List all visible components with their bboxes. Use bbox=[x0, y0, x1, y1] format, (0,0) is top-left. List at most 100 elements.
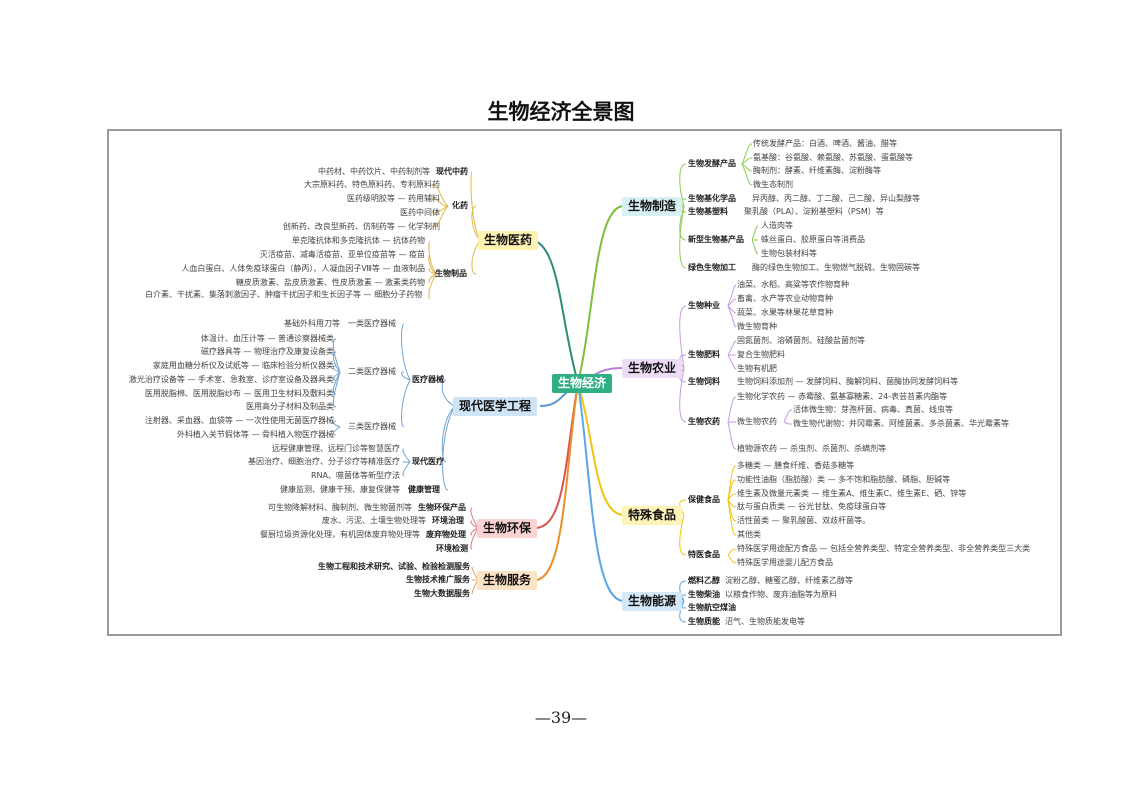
env-label: 生物环保产品 bbox=[418, 503, 466, 512]
medical-food-item: 特殊医学用途婴儿配方食品 bbox=[737, 558, 833, 567]
pesticide-item: 生物化学农药 — 赤霉酸、氨基寡糖素、24-表芸苔素内酯等 bbox=[737, 392, 948, 401]
class1-label: 一类医疗器械 bbox=[348, 319, 396, 328]
env-item: 餐厨垃圾资源化处理，有机固体废弃物处理等 bbox=[260, 530, 420, 539]
seed-label: 生物种业 bbox=[688, 301, 720, 310]
class1-item: 基础外科用刀等 bbox=[284, 319, 340, 328]
health-food-item: 其他类 bbox=[737, 530, 761, 539]
class2-item: 医用高分子材料及制品类 bbox=[246, 402, 334, 411]
seed-item: 畜禽、水产等农业动物育种 bbox=[737, 294, 833, 303]
branch-special-food: 特殊食品 bbox=[622, 506, 683, 525]
health-food-item: 肽与蛋白质类 — 谷光甘肽、免疫球蛋白等 bbox=[737, 502, 887, 511]
fermentation-item: 酶制剂：酵素、纤维素酶、淀粉酶等 bbox=[753, 166, 881, 175]
new-bioproduct-item: 人造肉等 bbox=[761, 221, 793, 230]
biologics-item: 单克隆抗体和多克隆抗体 — 抗体药物 bbox=[291, 236, 425, 245]
green-process-label: 绿色生物加工 bbox=[688, 263, 736, 272]
modern-medicine-label: 现代医疗 bbox=[412, 457, 444, 466]
page-title: 生物经济全景图 bbox=[487, 99, 635, 124]
service-item: 生物大数据服务 bbox=[414, 589, 470, 598]
branch-agriculture: 生物农业 bbox=[622, 359, 683, 378]
green-process-item: 酶的绿色生物加工、生物燃气脱硫、生物固碳等 bbox=[752, 263, 920, 272]
pesticide-label: 生物农药 bbox=[688, 417, 720, 426]
biologics-item: 糖皮质激素、盐皮质激素、性皮质激素 — 激素类药物 bbox=[235, 278, 425, 287]
new-bioproduct-label: 新型生物基产品 bbox=[688, 235, 744, 244]
health-food-item: 多糖类 — 膳食纤维、香菇多糖等 bbox=[737, 461, 855, 470]
class2-item: 家庭用血糖分析仪及试纸等 — 临床检验分析仪器类 bbox=[152, 361, 334, 370]
service-item: 生物工程和技术研究、试验、检验检测服务 bbox=[318, 562, 470, 571]
class2-item: 磁疗器具等 — 物理治疗及康复设备类 bbox=[200, 347, 334, 356]
energy-item: 以粮食作物、废弃油脂等为原料 bbox=[725, 590, 837, 599]
fertilizer-label: 生物肥料 bbox=[688, 350, 720, 359]
health-management-label: 健康管理 bbox=[408, 485, 440, 494]
feed-item: 生物饲料添加剂 — 发酵饲料、酶解饲料、菌酶协同发酵饲料等 bbox=[737, 377, 959, 386]
branch-environment: 生物环保 bbox=[477, 519, 538, 538]
fermentation-item: 微生态制剂 bbox=[753, 180, 793, 189]
fermentation-label: 生物发酵产品 bbox=[688, 159, 736, 168]
pesticide-item: 植物源农药 — 杀虫剂、杀菌剂、杀螨剂等 bbox=[737, 444, 887, 453]
biochemical-item: 异丙醇、丙二醇、丁二酸、己二酸、异山梨醇等 bbox=[752, 194, 920, 203]
health-management-item: 健康监测、健康干预、康复保健等 bbox=[280, 485, 400, 494]
branch-energy: 生物能源 bbox=[622, 592, 683, 611]
fertilizer-item: 生物有机肥 bbox=[737, 364, 777, 373]
center-node: 生物经济 bbox=[552, 374, 613, 393]
chemical-item: 医药中间体 bbox=[400, 208, 440, 217]
biologics-item: 白介素、干扰素、集落刺激因子、肿瘤干扰因子和生长因子等 — 细胞分子药物 bbox=[145, 290, 423, 299]
class3-item: 注射器、采血器、血袋等 — 一次性使用无菌医疗器械 bbox=[144, 416, 334, 425]
new-bioproduct-item: 生物包装材料等 bbox=[761, 249, 817, 258]
class2-item: 体温计、血压计等 — 普通诊察器械类 bbox=[200, 334, 334, 343]
branch-medical-engineering: 现代医学工程 bbox=[453, 397, 538, 416]
health-food-item: 功能性油脂（脂肪酸）类 — 多不饱和脂肪酸、磷脂、胆碱等 bbox=[737, 475, 951, 484]
env-item: 可生物降解材料、酶制剂、微生物菌剂等 bbox=[268, 503, 412, 512]
class3-label: 三类医疗器械 bbox=[348, 422, 396, 431]
chemical-item: 医药级明胶等 — 药用辅料 bbox=[346, 194, 440, 203]
health-food-item: 维生素及微量元素类 — 维生素A、维生素C、维生素E、硒、锌等 bbox=[737, 489, 967, 498]
energy-label: 生物柴油 bbox=[688, 590, 720, 599]
biologics-item: 灭活疫苗、减毒活疫苗、亚单位疫苗等 — 疫苗 bbox=[259, 250, 425, 259]
chemical-item: 大宗原料药、特色原料药、专利原料药 bbox=[304, 180, 440, 189]
medical-food-label: 特医食品 bbox=[688, 550, 720, 559]
energy-label: 生物航空煤油 bbox=[688, 603, 736, 612]
class2-label: 二类医疗器械 bbox=[348, 367, 396, 376]
page-number: —39— bbox=[534, 708, 588, 727]
fertilizer-item: 复合生物肥料 bbox=[737, 350, 785, 359]
class3-item: 外科植入关节假体等 — 骨科植入物医疗器械 bbox=[176, 430, 334, 439]
service-item: 生物技术推广服务 bbox=[406, 575, 470, 584]
health-food-item: 活性菌类 — 聚乳酸菌、双歧杆菌等。 bbox=[737, 516, 871, 525]
energy-item: 沼气、生物质能发电等 bbox=[725, 617, 805, 626]
modern-medicine-item: 基因治疗、细胞治疗、分子诊疗等精准医疗 bbox=[248, 457, 400, 466]
microbial-item: 活体微生物：芽孢杆菌、病毒、真菌、线虫等 bbox=[793, 405, 953, 414]
chemical-drug-label: 化药 bbox=[452, 201, 468, 210]
fermentation-item: 氨基酸：谷氨酸、赖氨酸、苏氨酸、蛋氨酸等 bbox=[753, 153, 913, 162]
tcm-items: 中药材、中药饮片、中药制剂等 bbox=[318, 167, 430, 176]
microbial-item: 微生物代谢物：井冈霉素、阿维菌素、多杀菌素、华光霉素等 bbox=[793, 419, 1009, 428]
class2-item: 激光治疗设备等 — 手术室、急救室、诊疗室设备及器具类 bbox=[128, 375, 334, 384]
bioplastic-label: 生物基塑料 bbox=[688, 207, 728, 216]
bioplastic-item: 聚乳酸（PLA）、淀粉基塑料（PSM）等 bbox=[744, 207, 884, 216]
tcm-label: 现代中药 bbox=[436, 167, 468, 176]
env-item: 废水、污泥、土壤生物处理等 bbox=[322, 516, 426, 525]
health-food-label: 保健食品 bbox=[688, 495, 720, 504]
modern-medicine-item: RNA、噬菌体等新型疗法 bbox=[310, 471, 400, 480]
energy-label: 燃料乙醇 bbox=[688, 576, 720, 585]
biochemical-label: 生物基化学品 bbox=[688, 194, 736, 203]
seed-item: 蔬菜、水果等林果花草育种 bbox=[737, 308, 833, 317]
biologics-item: 人血白蛋白、人体免疫球蛋白（静丙）、人凝血因子Ⅷ等 — 血液制品 bbox=[181, 264, 425, 273]
medical-food-item: 特殊医学用途配方食品 — 包括全营养类型、特定全营养类型、非全营养类型三大类 bbox=[737, 544, 1031, 553]
energy-label: 生物质能 bbox=[688, 617, 720, 626]
branch-services: 生物服务 bbox=[477, 571, 538, 590]
seed-item: 油菜、水稻、高粱等农作物育种 bbox=[737, 280, 849, 289]
energy-item: 淀粉乙醇、糖蜜乙醇、纤维素乙醇等 bbox=[725, 576, 853, 585]
new-bioproduct-item: 蛛丝蛋白、胶原蛋白等消费品 bbox=[761, 235, 865, 244]
env-label: 废弃物处理 bbox=[426, 530, 466, 539]
seed-item: 微生物育种 bbox=[737, 322, 777, 331]
env-label: 环境治理 bbox=[432, 516, 464, 525]
fermentation-item: 传统发酵产品：白酒、啤酒、酱油、醋等 bbox=[753, 139, 897, 148]
chemical-item: 创新药、改良型新药、仿制药等 — 化学制剂 bbox=[282, 222, 440, 231]
medical-device-label: 医疗器械 bbox=[412, 375, 444, 384]
env-label: 环境检测 bbox=[436, 544, 468, 553]
branch-manufacturing: 生物制造 bbox=[622, 197, 683, 216]
branch-biomedicine: 生物医药 bbox=[478, 231, 539, 250]
class2-item: 医用脱脂棉、医用脱脂纱布 — 医用卫生材料及敷料类 bbox=[144, 389, 334, 398]
feed-label: 生物饲料 bbox=[688, 377, 720, 386]
biologics-label: 生物制品 bbox=[435, 269, 467, 278]
fertilizer-item: 固氮菌剂、溶磷菌剂、硅酸盐菌剂等 bbox=[737, 336, 865, 345]
